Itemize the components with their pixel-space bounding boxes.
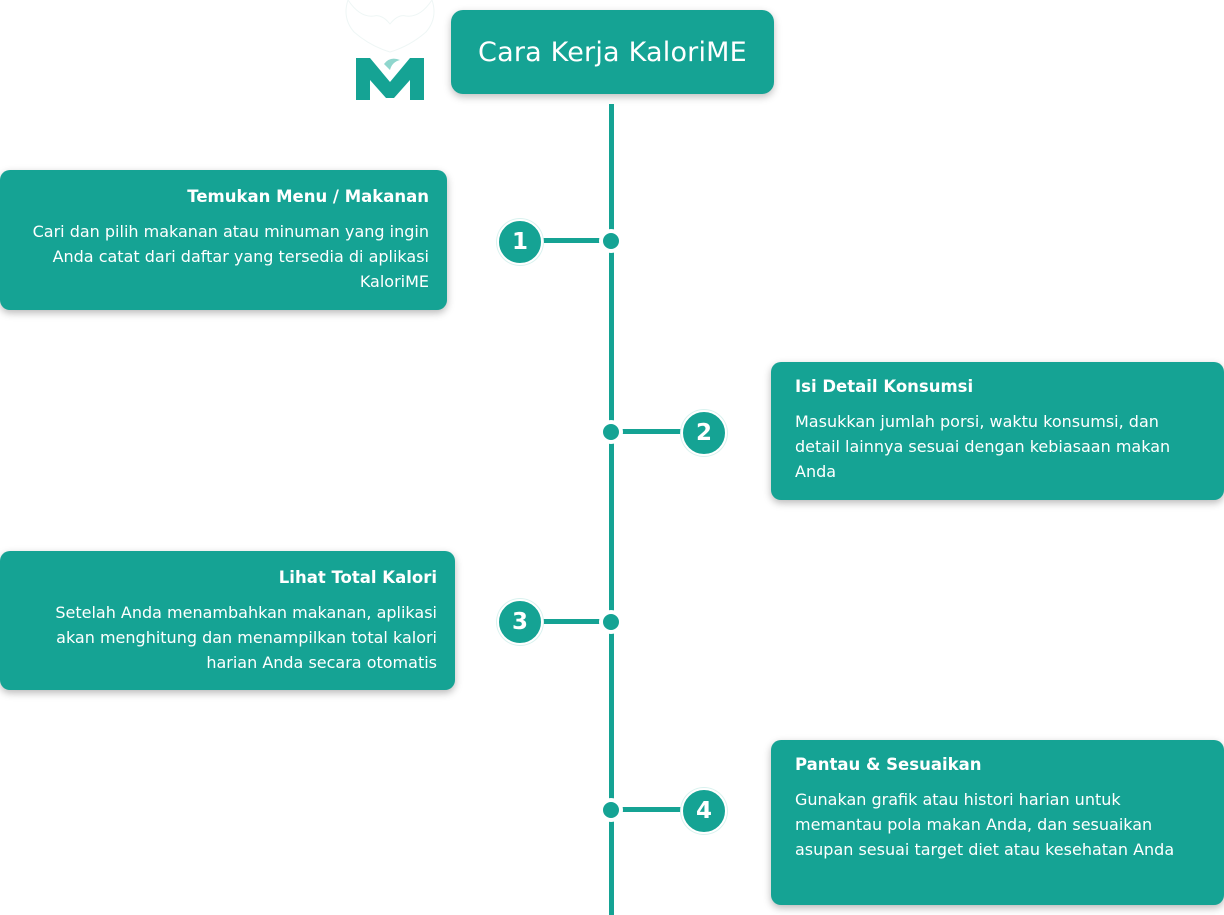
step-4-description: Gunakan grafik atau histori harian untuk… [795, 790, 1175, 859]
step-4-card: Pantau & Sesuaikan Gunakan grafik atau h… [771, 740, 1224, 905]
timeline-line [609, 104, 614, 915]
step-3-title: Lihat Total Kalori [278, 568, 437, 587]
step-2-title: Isi Detail Konsumsi [795, 377, 974, 396]
page-title: Cara Kerja KaloriME [451, 10, 774, 94]
step-1-connector [540, 238, 610, 243]
step-1-title: Temukan Menu / Makanan [187, 187, 429, 206]
step-4-node [599, 798, 623, 822]
step-1-description: Cari dan pilih makanan atau minuman yang… [32, 222, 429, 291]
step-4-title: Pantau & Sesuaikan [795, 755, 982, 774]
step-4-badge: 4 [681, 788, 727, 834]
step-3-description: Setelah Anda menambahkan makanan, aplika… [55, 603, 437, 672]
step-4-connector [612, 807, 684, 812]
step-3-card: Lihat Total Kalori Setelah Anda menambah… [0, 551, 455, 690]
step-1-badge: 1 [497, 219, 543, 265]
step-1-node [599, 229, 623, 253]
step-2-badge: 2 [681, 410, 727, 456]
kalorime-logo-icon [345, 0, 435, 100]
step-2-connector [612, 429, 684, 434]
step-3-node [599, 610, 623, 634]
step-2-description: Masukkan jumlah porsi, waktu konsumsi, d… [795, 412, 1171, 481]
step-1-card: Temukan Menu / Makanan Cari dan pilih ma… [0, 170, 447, 310]
step-3-connector [540, 619, 610, 624]
step-2-card: Isi Detail Konsumsi Masukkan jumlah pors… [771, 362, 1224, 500]
step-3-badge: 3 [497, 599, 543, 645]
step-2-node [599, 420, 623, 444]
